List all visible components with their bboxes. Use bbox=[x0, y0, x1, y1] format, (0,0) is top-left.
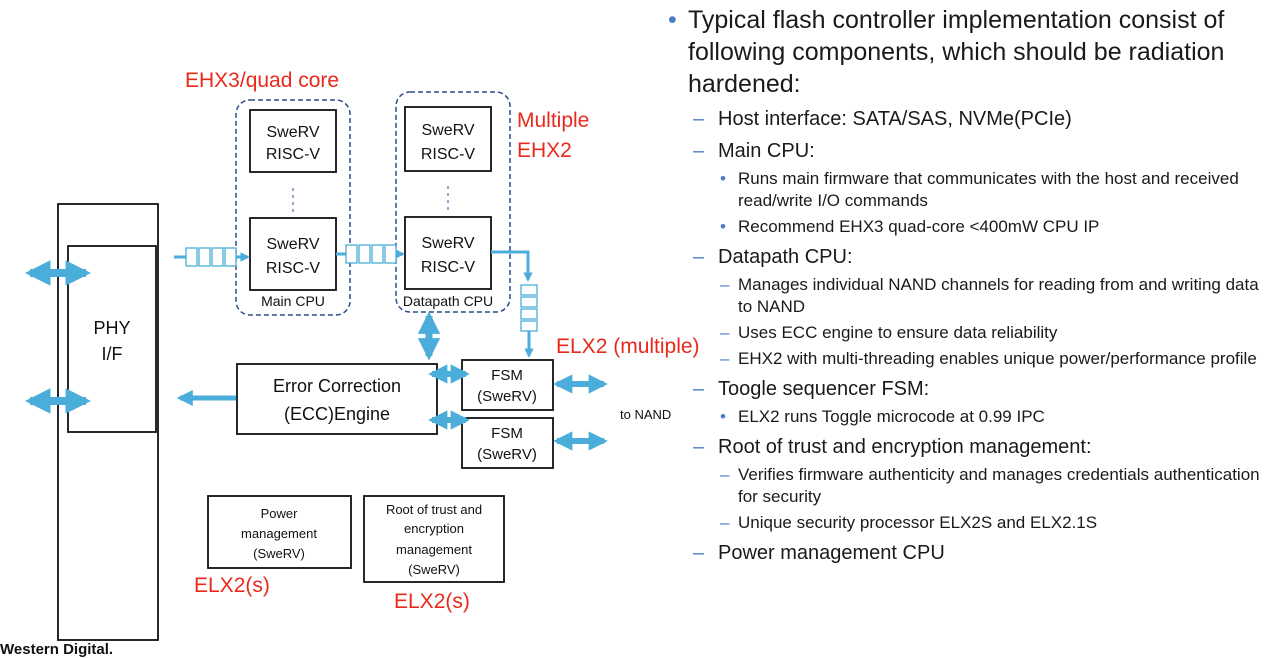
bullet-host-interface: Host interface: SATA/SAS, NVMe(PCIe) bbox=[668, 106, 1276, 132]
ecc-line2: (ECC)Engine bbox=[284, 404, 390, 424]
power-management-block bbox=[207, 495, 352, 569]
bullet-main-cpu-firmware: Runs main firmware that communicates wit… bbox=[668, 168, 1276, 212]
datapath-cpu-core-top bbox=[404, 106, 492, 172]
datapath-cpu-core-bottom bbox=[404, 216, 492, 290]
footer-brand: Western Digital. bbox=[0, 641, 114, 658]
power-line1: Power bbox=[261, 506, 299, 521]
bullet-main-cpu-recommend: Recommend EHX3 quad-core <400mW CPU IP bbox=[668, 216, 1276, 238]
elx2-multiple-label: ELX2 (multiple) bbox=[556, 335, 700, 358]
bullet-toggle-fsm: Toogle sequencer FSM: bbox=[668, 376, 1276, 402]
power-line2: management bbox=[241, 526, 317, 541]
queue-phy-to-main-cpu bbox=[174, 247, 250, 267]
main-cpu-core-top bbox=[249, 109, 337, 173]
block-diagram: EHX3/quad core Multiple EHX2 ELX2 (multi… bbox=[24, 69, 700, 641]
fsm-bottom-line2: (SweRV) bbox=[477, 446, 537, 463]
main-cpu-core-bottom-line2: RISC-V bbox=[266, 260, 321, 277]
main-cpu-core-top-line1: SweRV bbox=[266, 124, 319, 141]
bullet-datapath-cpu: Datapath CPU: bbox=[668, 244, 1276, 270]
fsm-block-bottom bbox=[461, 417, 554, 469]
main-cpu-core-bottom bbox=[249, 217, 337, 291]
phy-line1: PHY bbox=[93, 318, 130, 338]
bullet-datapath-ehx2: EHX2 with multi-threading enables unique… bbox=[668, 348, 1276, 370]
ecc-line1: Error Correction bbox=[273, 376, 401, 396]
ehx3-label: EHX3/quad core bbox=[185, 69, 339, 92]
datapath-cpu-group bbox=[395, 91, 511, 313]
bullet-root-processor: Unique security processor ELX2S and ELX2… bbox=[668, 512, 1276, 534]
bullet-datapath-ecc: Uses ECC engine to ensure data reliabili… bbox=[668, 322, 1276, 344]
queue-main-to-datapath-cpu bbox=[336, 244, 405, 264]
root-line4: (SweRV) bbox=[408, 562, 460, 577]
bullet-list: Typical flash controller implementation … bbox=[668, 4, 1276, 566]
to-nand-label: to NAND bbox=[620, 407, 671, 422]
main-cpu-core-top-line2: RISC-V bbox=[266, 146, 321, 163]
root-line1: Root of trust and bbox=[386, 502, 482, 517]
root-line3: management bbox=[396, 542, 472, 557]
power-line3: (SweRV) bbox=[253, 546, 305, 561]
bullet-intro: Typical flash controller implementation … bbox=[668, 4, 1276, 100]
bullet-main-cpu: Main CPU: bbox=[668, 138, 1276, 164]
bullet-power-management: Power management CPU bbox=[668, 540, 1276, 566]
bullet-datapath-nand: Manages individual NAND channels for rea… bbox=[668, 274, 1276, 318]
multiple-ehx2-label-line2: EHX2 bbox=[517, 139, 572, 162]
main-cpu-caption: Main CPU bbox=[261, 293, 325, 309]
main-cpu-group bbox=[235, 99, 351, 316]
fsm-top-line2: (SweRV) bbox=[477, 388, 537, 405]
phy-line2: I/F bbox=[102, 344, 123, 364]
ecc-engine-block bbox=[236, 363, 438, 435]
queue-datapath-to-fsm bbox=[491, 250, 538, 358]
root-of-trust-block bbox=[363, 495, 505, 583]
elx2s-label-left: ELX2(s) bbox=[194, 574, 270, 597]
bullet-root-verify: Verifies firmware authenticity and manag… bbox=[668, 464, 1276, 508]
bullet-toggle-microcode: ELX2 runs Toggle microcode at 0.99 IPC bbox=[668, 406, 1276, 428]
multiple-ehx2-label-line1: Multiple bbox=[517, 109, 589, 132]
elx2s-label-right: ELX2(s) bbox=[394, 590, 470, 613]
main-cpu-core-bottom-line1: SweRV bbox=[266, 236, 319, 253]
fsm-top-line1: FSM bbox=[491, 367, 523, 384]
bullet-root-of-trust: Root of trust and encryption management: bbox=[668, 434, 1276, 460]
datapath-cpu-core-bottom-line2: RISC-V bbox=[421, 259, 476, 276]
fsm-block-top bbox=[461, 359, 554, 411]
fsm-bottom-line1: FSM bbox=[491, 425, 523, 442]
datapath-cpu-core-top-line1: SweRV bbox=[421, 122, 474, 139]
datapath-cpu-core-bottom-line1: SweRV bbox=[421, 235, 474, 252]
root-line2: encryption bbox=[404, 521, 464, 536]
datapath-cpu-core-top-line2: RISC-V bbox=[421, 146, 476, 163]
datapath-cpu-caption: Datapath CPU bbox=[403, 293, 493, 309]
